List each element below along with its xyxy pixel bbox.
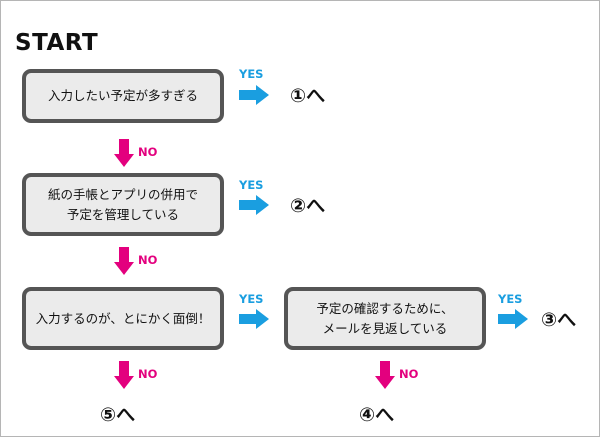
question-3-text: 入力するのが、とにかく面倒！: [35, 310, 211, 326]
no-arrow-down-4: [375, 361, 395, 389]
result-5: ⑤へ: [100, 404, 136, 426]
question-2-line1: 紙の手帳とアプリの併用で: [47, 186, 198, 202]
yes-arrow-right-2: [239, 195, 269, 215]
no-label-3: NO: [138, 367, 158, 381]
question-4-line2: メールを見返している: [322, 320, 448, 336]
yes-arrow-right-4: [498, 309, 528, 329]
result-2: ②へ: [290, 195, 326, 217]
question-box-3: 入力するのが、とにかく面倒！: [22, 287, 224, 350]
result-1: ①へ: [290, 85, 326, 107]
no-label-1: NO: [138, 145, 158, 159]
yes-label-2: YES: [239, 178, 264, 192]
no-label-2: NO: [138, 253, 158, 267]
no-arrow-down-2: [114, 247, 134, 275]
yes-label-4: YES: [498, 292, 523, 306]
yes-label-3: YES: [239, 292, 264, 306]
question-2-line2: 予定を管理している: [66, 206, 180, 222]
result-4: ④へ: [359, 404, 395, 426]
no-arrow-down-1: [114, 139, 134, 167]
question-box-4: 予定の確認するために、 メールを見返している: [284, 287, 486, 350]
no-arrow-down-3: [114, 361, 134, 389]
no-label-4: NO: [399, 367, 419, 381]
question-box-1: 入力したい予定が多すぎる: [22, 69, 224, 123]
yes-arrow-right-3: [239, 309, 269, 329]
question-box-2: 紙の手帳とアプリの併用で 予定を管理している: [22, 173, 224, 236]
question-1-text: 入力したい予定が多すぎる: [47, 88, 198, 103]
question-4-line1: 予定の確認するために、: [316, 300, 454, 316]
start-title: START: [15, 30, 99, 56]
yes-arrow-right-1: [239, 85, 269, 105]
yes-label-1: YES: [239, 67, 264, 81]
result-3: ③へ: [541, 309, 577, 331]
